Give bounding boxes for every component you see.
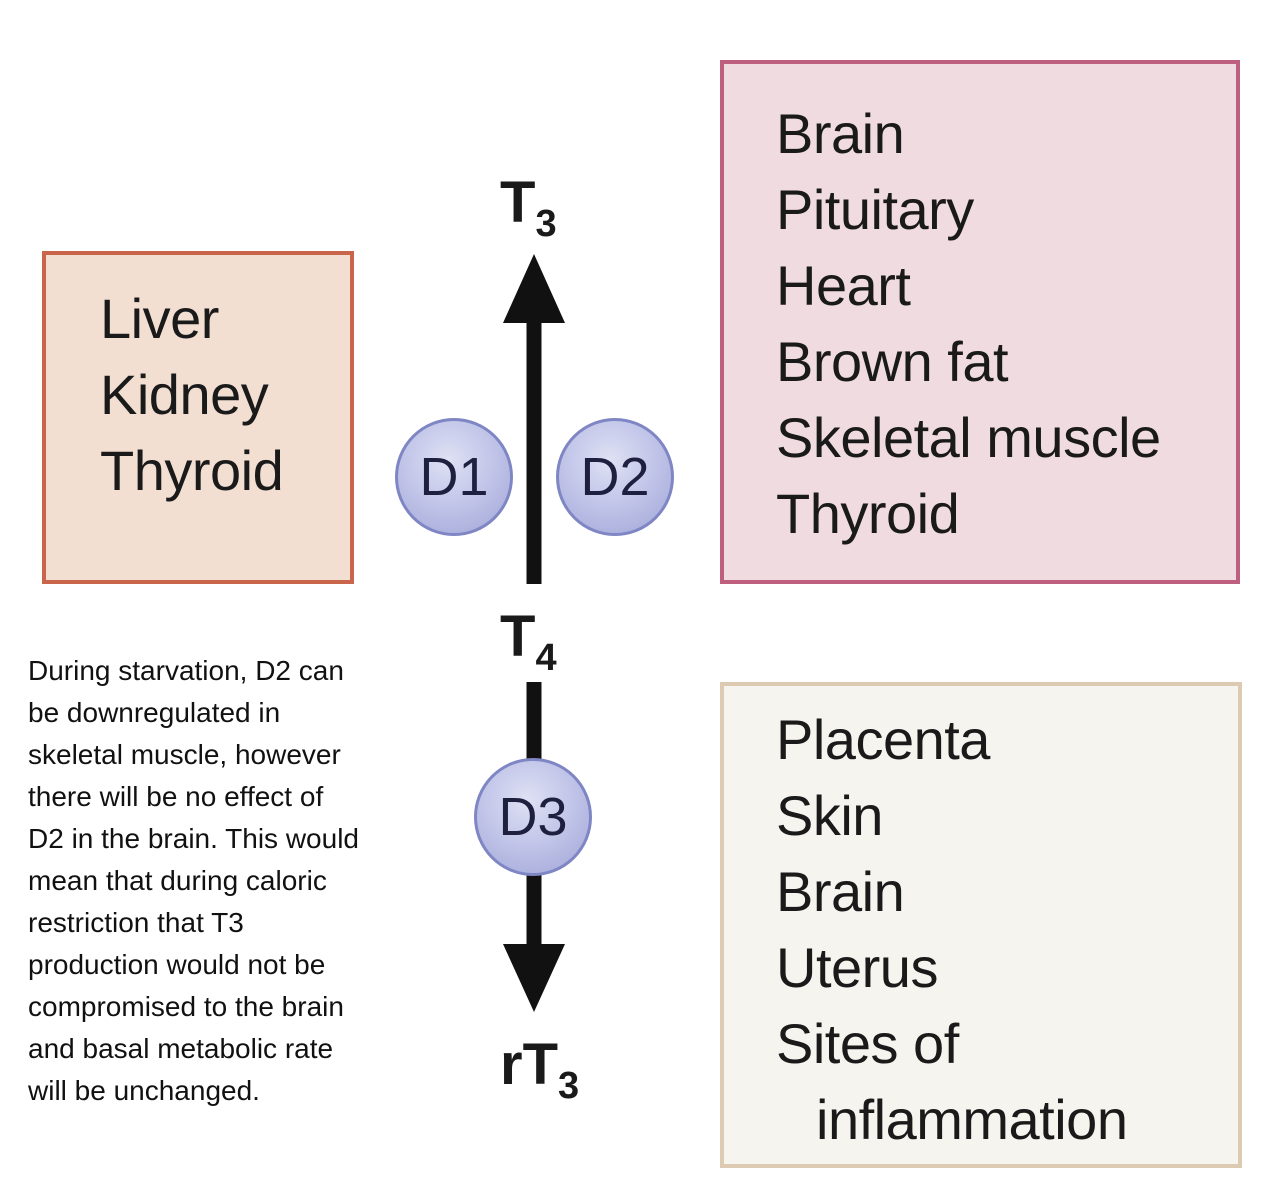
d2-tissue-box: Brain Pituitary Heart Brown fat Skeletal…: [720, 60, 1240, 584]
rt3-label-subscript: 3: [558, 1065, 580, 1107]
t3-label: T3: [500, 174, 557, 245]
starvation-note: During starvation, D2 can be downregulat…: [28, 650, 428, 1112]
d2-tissue-item: Heart: [776, 254, 911, 317]
enzyme-d1-badge: D1: [395, 418, 513, 536]
enzyme-d3-badge: D3: [474, 758, 592, 876]
d3-tissue-box: Placenta Skin Brain Uterus Sites of infl…: [720, 682, 1242, 1168]
note-line: mean that during caloric: [28, 865, 327, 896]
note-line: compromised to the brain: [28, 991, 344, 1022]
rt3-label-base: rT: [500, 1032, 558, 1097]
t4-label-base: T: [500, 604, 536, 669]
d2-tissue-item: Pituitary: [776, 178, 974, 241]
note-line: will be unchanged.: [28, 1075, 260, 1106]
d2-tissue-item: Brain: [776, 102, 905, 165]
note-line: and basal metabolic rate: [28, 1033, 334, 1064]
t4-label: T4: [500, 608, 557, 679]
t3-label-subscript: 3: [535, 203, 557, 245]
d1-tissue-list: Liver Kidney Thyroid: [100, 281, 284, 509]
rt3-label: rT3: [500, 1036, 580, 1107]
d2-tissue-item: Skeletal muscle: [776, 406, 1161, 469]
note-line: there will be no effect of: [28, 781, 324, 812]
note-line: restriction that T3: [28, 907, 244, 938]
d1-tissue-box: Liver Kidney Thyroid: [42, 251, 354, 584]
t3-label-base: T: [500, 170, 536, 235]
d2-tissue-list: Brain Pituitary Heart Brown fat Skeletal…: [776, 96, 1161, 552]
enzyme-d2-badge: D2: [556, 418, 674, 536]
d3-tissue-item: Placenta: [776, 708, 990, 771]
d3-tissue-item: inflammation: [816, 1088, 1128, 1151]
d1-tissue-item: Thyroid: [100, 439, 284, 502]
d1-tissue-item: Liver: [100, 287, 219, 350]
d3-tissue-item: Brain: [776, 860, 905, 923]
d2-tissue-item: Thyroid: [776, 482, 960, 545]
t4-label-subscript: 4: [535, 637, 557, 679]
note-line: During starvation, D2 can: [28, 655, 344, 686]
d2-tissue-item: Brown fat: [776, 330, 1009, 393]
note-line: be downregulated in: [28, 697, 281, 728]
d1-tissue-item: Kidney: [100, 363, 269, 426]
rt3-arrowhead: [503, 944, 565, 1012]
d3-tissue-item: Sites of: [776, 1012, 959, 1075]
d3-tissue-item: Skin: [776, 784, 883, 847]
note-line: production would not be: [28, 949, 326, 980]
d3-tissue-item: Uterus: [776, 936, 938, 999]
d3-tissue-list: Placenta Skin Brain Uterus Sites of infl…: [776, 702, 1128, 1158]
note-line: D2 in the brain. This would: [28, 823, 359, 854]
note-line: skeletal muscle, however: [28, 739, 341, 770]
t3-arrowhead: [503, 254, 565, 323]
